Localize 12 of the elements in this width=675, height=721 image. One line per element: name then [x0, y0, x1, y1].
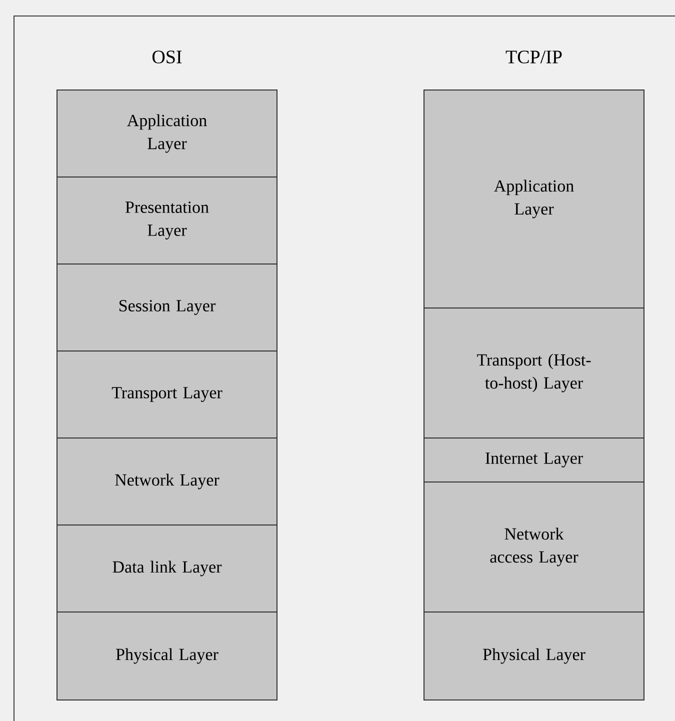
layer-box: Application Layer: [56, 90, 278, 178]
column-heading: TCP/IP: [506, 50, 562, 64]
layer-box: Presentation Layer: [56, 176, 278, 264]
layer-box: Transport Layer: [56, 350, 278, 438]
layer-box: Physical Layer: [424, 612, 644, 700]
layer-box: Internet Layer: [424, 438, 644, 482]
column-heading: OSI: [152, 50, 182, 64]
layer-box: Application Layer: [424, 90, 644, 308]
layer-box: Session Layer: [56, 264, 278, 352]
layer-box: Network Layer: [56, 438, 278, 526]
layer-box: Data link Layer: [56, 524, 278, 612]
layer-box: Physical Layer: [56, 612, 278, 700]
